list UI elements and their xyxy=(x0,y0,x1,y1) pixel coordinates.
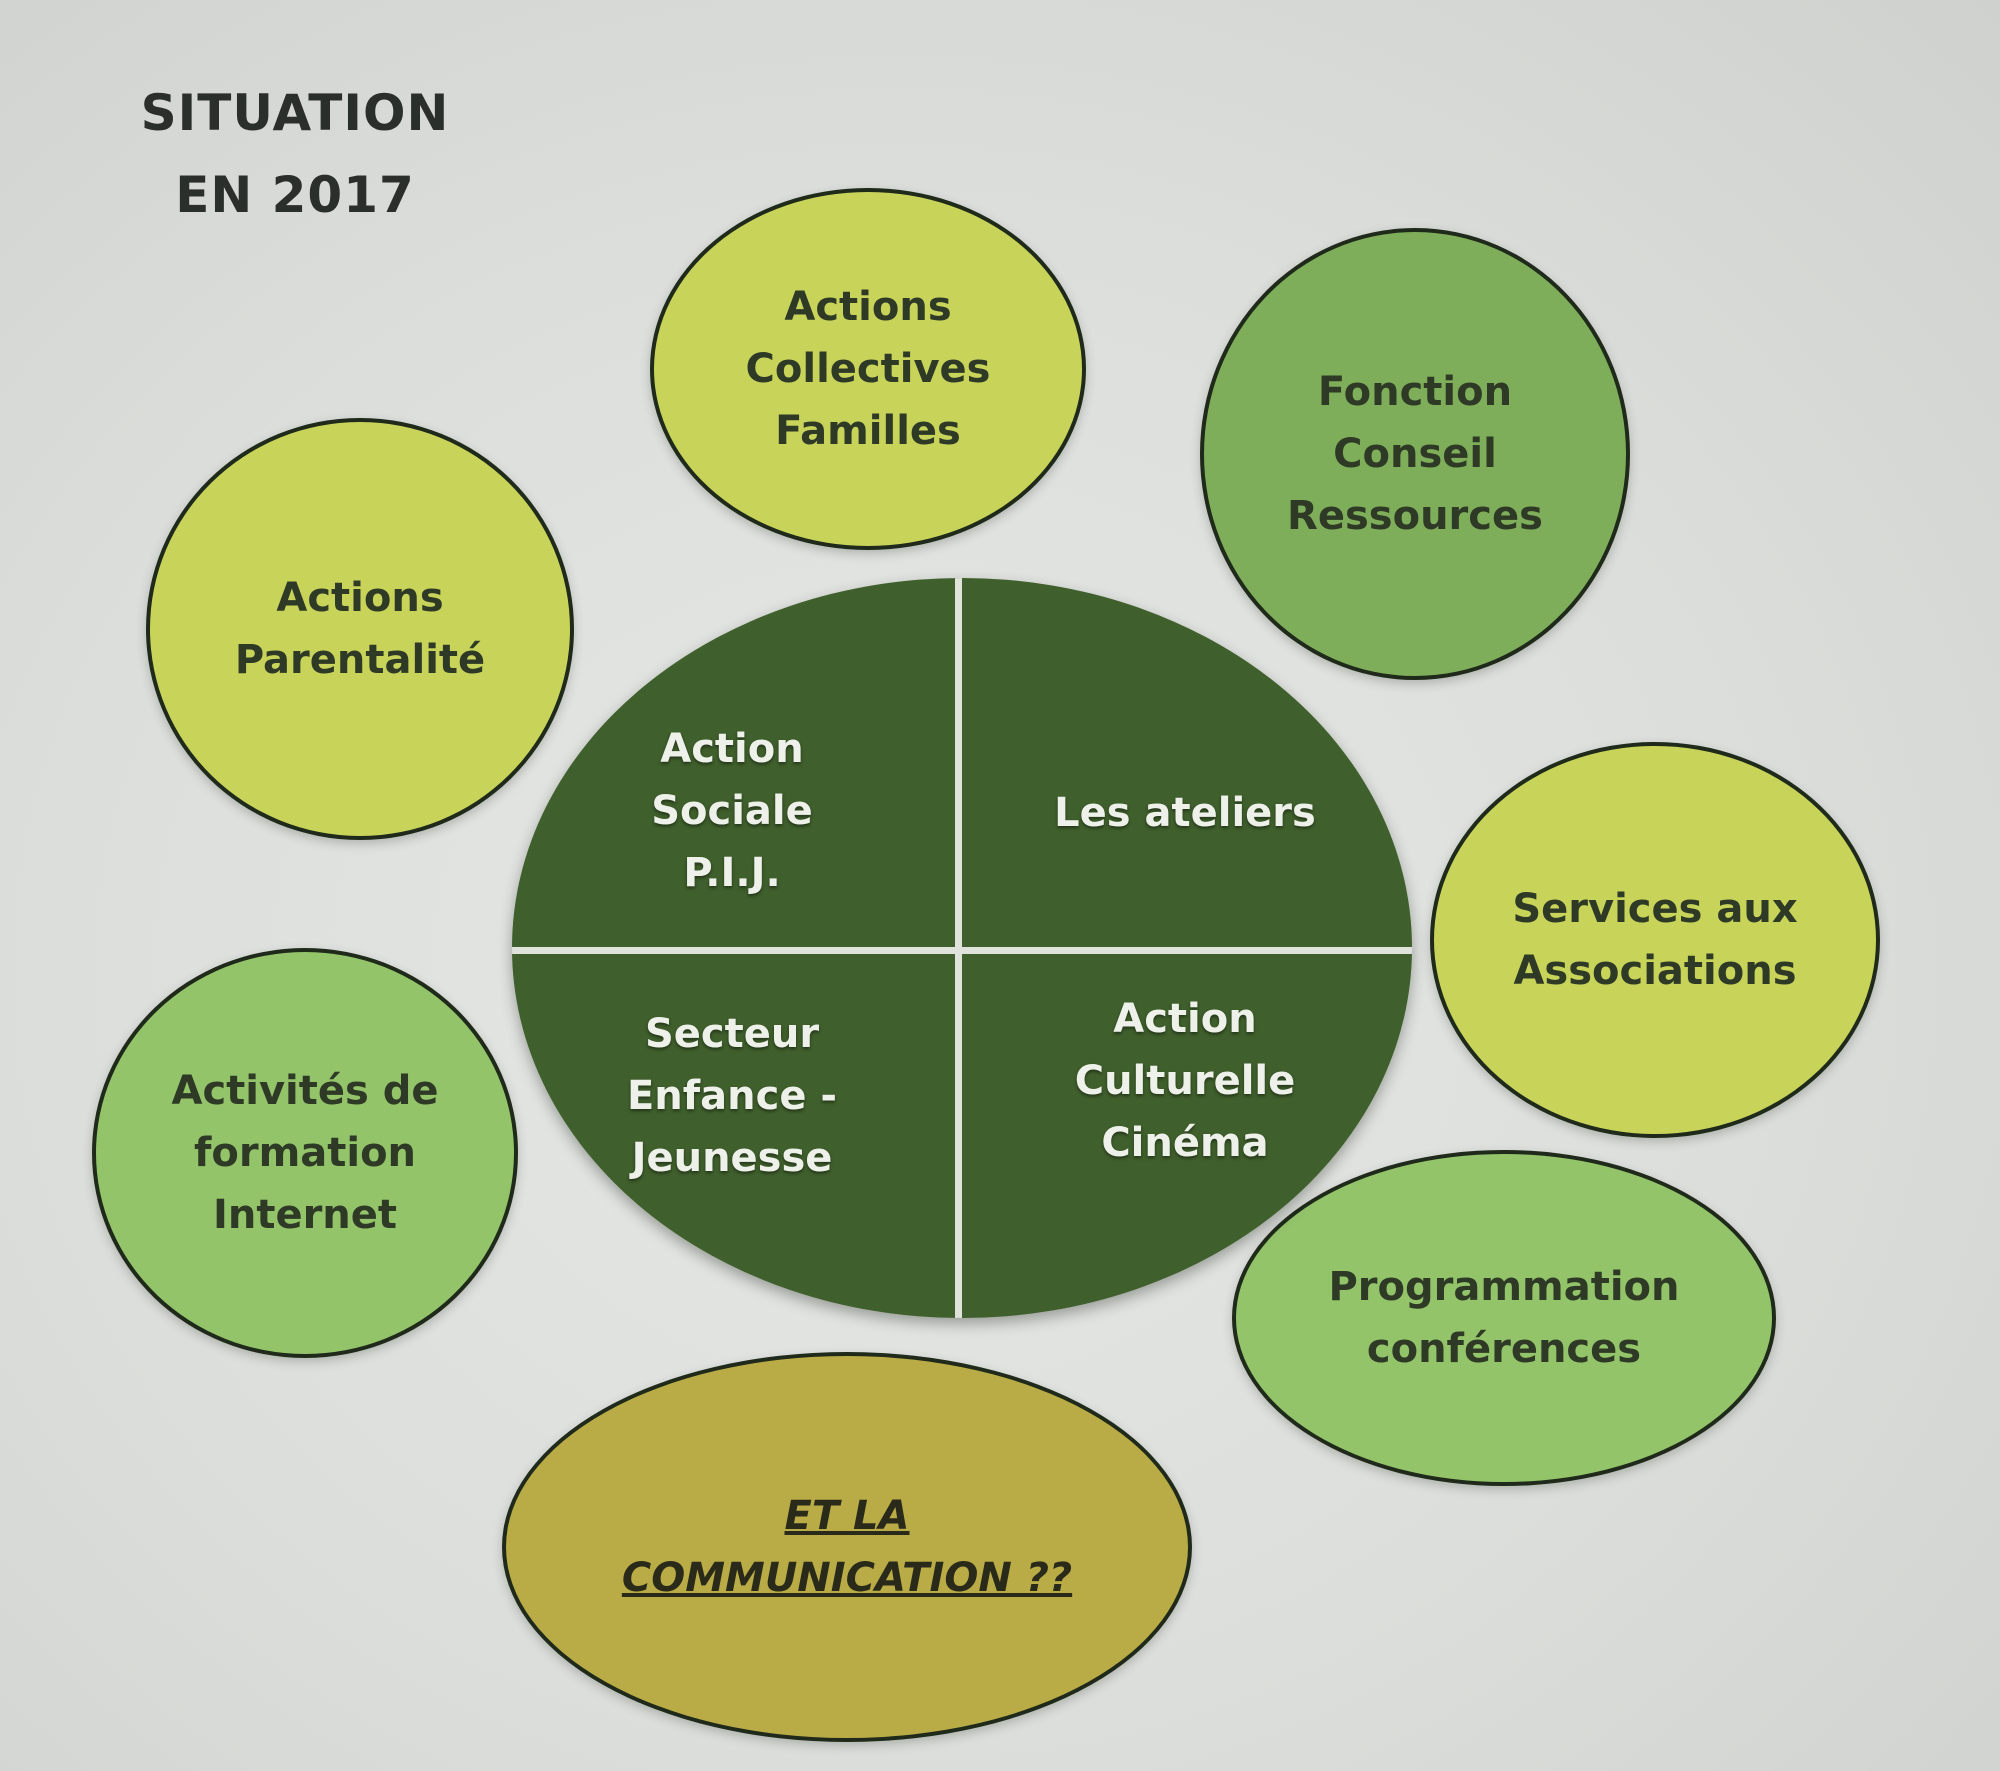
bubble-programmation-conferences: Programmation conférences xyxy=(1232,1150,1776,1486)
center-divider-horizontal xyxy=(512,947,1412,954)
bubble-label: Activités de formation Internet xyxy=(171,1068,439,1238)
diagram-title: SITUATION EN 2017 xyxy=(120,72,470,236)
bubble-activites-formation-internet: Activités de formation Internet xyxy=(92,948,518,1358)
bubble-communication: ET LA COMMUNICATION ?? xyxy=(502,1352,1192,1742)
quadrant-action-culturelle: Action Culturelle Cinéma xyxy=(1074,996,1296,1166)
bubble-label: ET LA COMMUNICATION ?? xyxy=(621,1493,1073,1601)
title-line-1: SITUATION xyxy=(140,84,450,142)
quadrant-secteur-enfance-jeunesse: Secteur Enfance - Jeunesse xyxy=(626,1011,838,1181)
quadrant-action-sociale: Action Sociale P.I.J. xyxy=(651,726,813,896)
title-line-2: EN 2017 xyxy=(175,166,415,224)
central-oval: Action Sociale P.I.J. Les ateliers Secte… xyxy=(512,578,1412,1318)
bubble-actions-collectives-familles: Actions Collectives Familles xyxy=(650,188,1086,550)
quadrant-les-ateliers: Les ateliers xyxy=(1054,790,1316,836)
bubble-label: Services aux Associations xyxy=(1512,886,1798,994)
bubble-services-aux-associations: Services aux Associations xyxy=(1430,742,1880,1138)
bubble-label: Programmation conférences xyxy=(1328,1264,1680,1372)
bubble-label: Actions Parentalité xyxy=(234,575,486,683)
bubble-fonction-conseil-ressources: Fonction Conseil Ressources xyxy=(1200,228,1630,680)
bubble-label: Fonction Conseil Ressources xyxy=(1287,369,1543,539)
bubble-label: Actions Collectives Familles xyxy=(745,284,991,454)
bubble-actions-parentalite: Actions Parentalité xyxy=(146,418,574,840)
